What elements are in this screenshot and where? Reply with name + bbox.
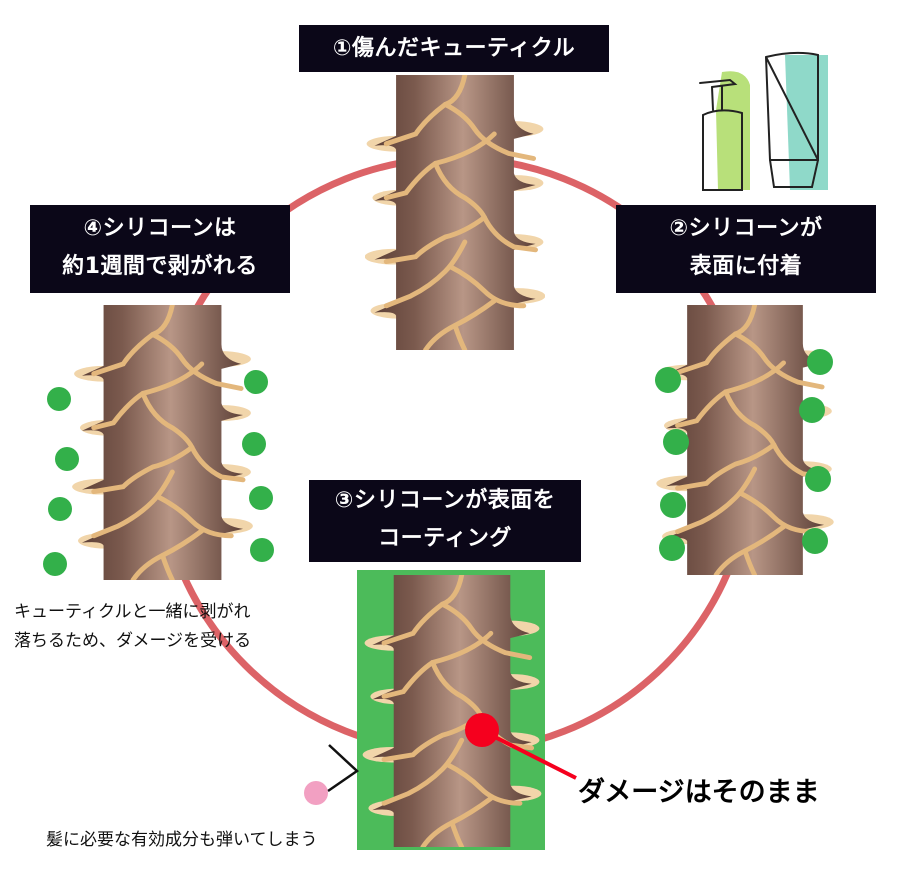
hair-damaged-cuticle [365, 75, 546, 350]
step-4-line-2: 約1週間で剥がれる [62, 254, 258, 279]
step-4-label: ④シリコーンは 約1週間で剥がれる [30, 205, 290, 293]
step-2-line-2: 表面に付着 [689, 254, 803, 279]
step-1-line-1: ①傷んだキューティクル [332, 36, 576, 61]
step-3-line-2: コーティング [378, 526, 512, 551]
damage-dot [465, 713, 499, 747]
peel-damage-note-line-2: 落ちるため、ダメージを受ける [14, 631, 252, 651]
damage-leader-line [484, 730, 577, 780]
damage-remains-note: ダメージはそのまま [578, 777, 820, 808]
nutrient-dot [304, 781, 328, 805]
step-2-line-1: ②シリコーンが [669, 216, 823, 241]
step-3-label: ③シリコーンが表面を コーティング [309, 480, 581, 562]
repel-nutrients-note: 髪に必要な有効成分も弾いてしまう [46, 830, 318, 850]
hair-silicone-peeling [72, 305, 253, 580]
peel-damage-note-line-1: キューティクルと一緒に剥がれ [14, 602, 251, 622]
step-1-label: ①傷んだキューティクル [299, 25, 609, 72]
shampoo-bottle-and-tube-icon [699, 51, 828, 191]
silicone-dots-detached [43, 370, 274, 576]
repel-bracket [327, 744, 359, 793]
step-4-line-1: ④シリコーンは [83, 216, 237, 241]
step-2-label: ②シリコーンが 表面に付着 [616, 205, 876, 293]
peel-damage-note: キューティクルと一緒に剥がれ 落ちるため、ダメージを受ける [14, 598, 251, 656]
silicone-dots-attached [655, 349, 833, 561]
step-3-line-1: ③シリコーンが表面を [334, 488, 556, 513]
